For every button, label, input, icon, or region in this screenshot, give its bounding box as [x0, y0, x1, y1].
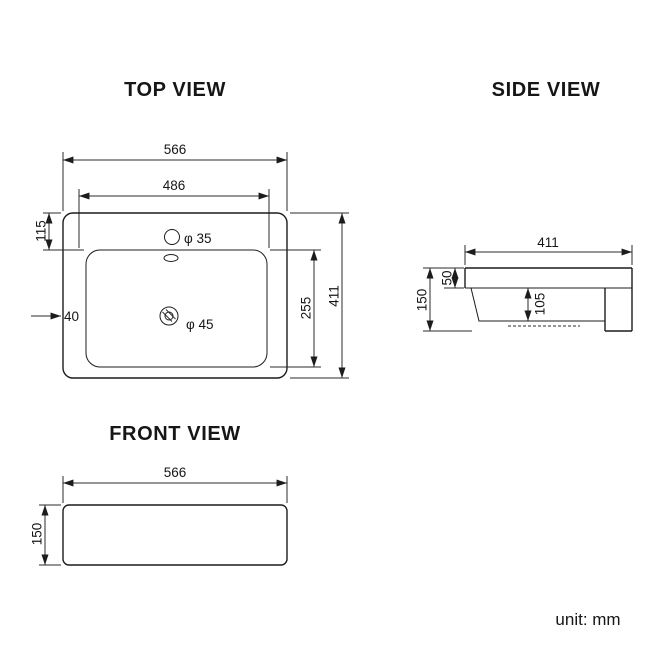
dim-top-basin-depth: 255 — [270, 249, 321, 368]
dim-label-rim-thickness: 50 — [440, 270, 455, 285]
drain-hole-outer-circle — [159, 306, 179, 326]
front-view-title: FRONT VIEW — [109, 423, 241, 445]
dim-top-outer-width: 566 — [62, 142, 288, 211]
dim-side-rim-thickness: 50 — [423, 267, 464, 289]
dim-side-total-height: 150 — [415, 268, 472, 332]
unit-label: unit: mm — [555, 610, 620, 629]
dim-label-outer-width: 566 — [164, 142, 187, 157]
side-profile — [464, 267, 633, 332]
front-view: FRONT VIEW 566 150 — [30, 423, 288, 566]
drain-hatch-line — [165, 309, 176, 320]
dim-label-outer-depth: 411 — [327, 285, 342, 307]
side-view: SIDE VIEW 411 50 — [415, 79, 633, 332]
dim-label-total-height: 150 — [415, 289, 430, 312]
front-silhouette — [62, 504, 288, 566]
dim-side-depth: 411 — [464, 235, 633, 265]
overflow-slot — [163, 254, 179, 262]
dim-label-rim-offset: 115 — [34, 220, 49, 242]
drain-hatch-line — [162, 311, 173, 322]
dim-top-outer-depth: 411 — [290, 212, 349, 379]
dim-label-drain-hole: φ 45 — [186, 317, 214, 332]
top-view-title: TOP VIEW — [124, 79, 226, 101]
basin-bowl-outline — [85, 249, 268, 368]
dim-side-bowl-height: 105 — [524, 288, 548, 321]
dim-label-faucet-hole: φ 35 — [184, 231, 212, 246]
dim-top-rim-offset: 115 — [34, 212, 84, 251]
side-view-title: SIDE VIEW — [492, 79, 601, 101]
dim-label-bowl-height: 105 — [533, 293, 548, 316]
top-view: TOP VIEW 566 486 115 φ 3 — [31, 79, 349, 379]
dim-label-front-height: 150 — [30, 523, 45, 546]
basin-outer-outline — [62, 212, 288, 379]
dim-front-width: 566 — [62, 465, 288, 503]
dim-label-basin-width: 486 — [163, 178, 186, 193]
dim-top-basin-width: 486 — [78, 178, 270, 248]
faucet-hole-circle — [164, 229, 180, 245]
dim-label-side-gap: 40 — [64, 309, 79, 324]
dim-front-height: 150 — [30, 504, 61, 566]
dim-label-side-depth: 411 — [537, 235, 559, 250]
profile-bowl-line — [470, 287, 605, 322]
faucet-hole: φ 35 — [163, 229, 212, 262]
drain-hole: φ 45 — [159, 306, 214, 332]
dim-top-side-gap: 40 — [31, 309, 79, 324]
dim-label-front-width: 566 — [164, 465, 187, 480]
dim-label-basin-depth: 255 — [299, 297, 314, 320]
